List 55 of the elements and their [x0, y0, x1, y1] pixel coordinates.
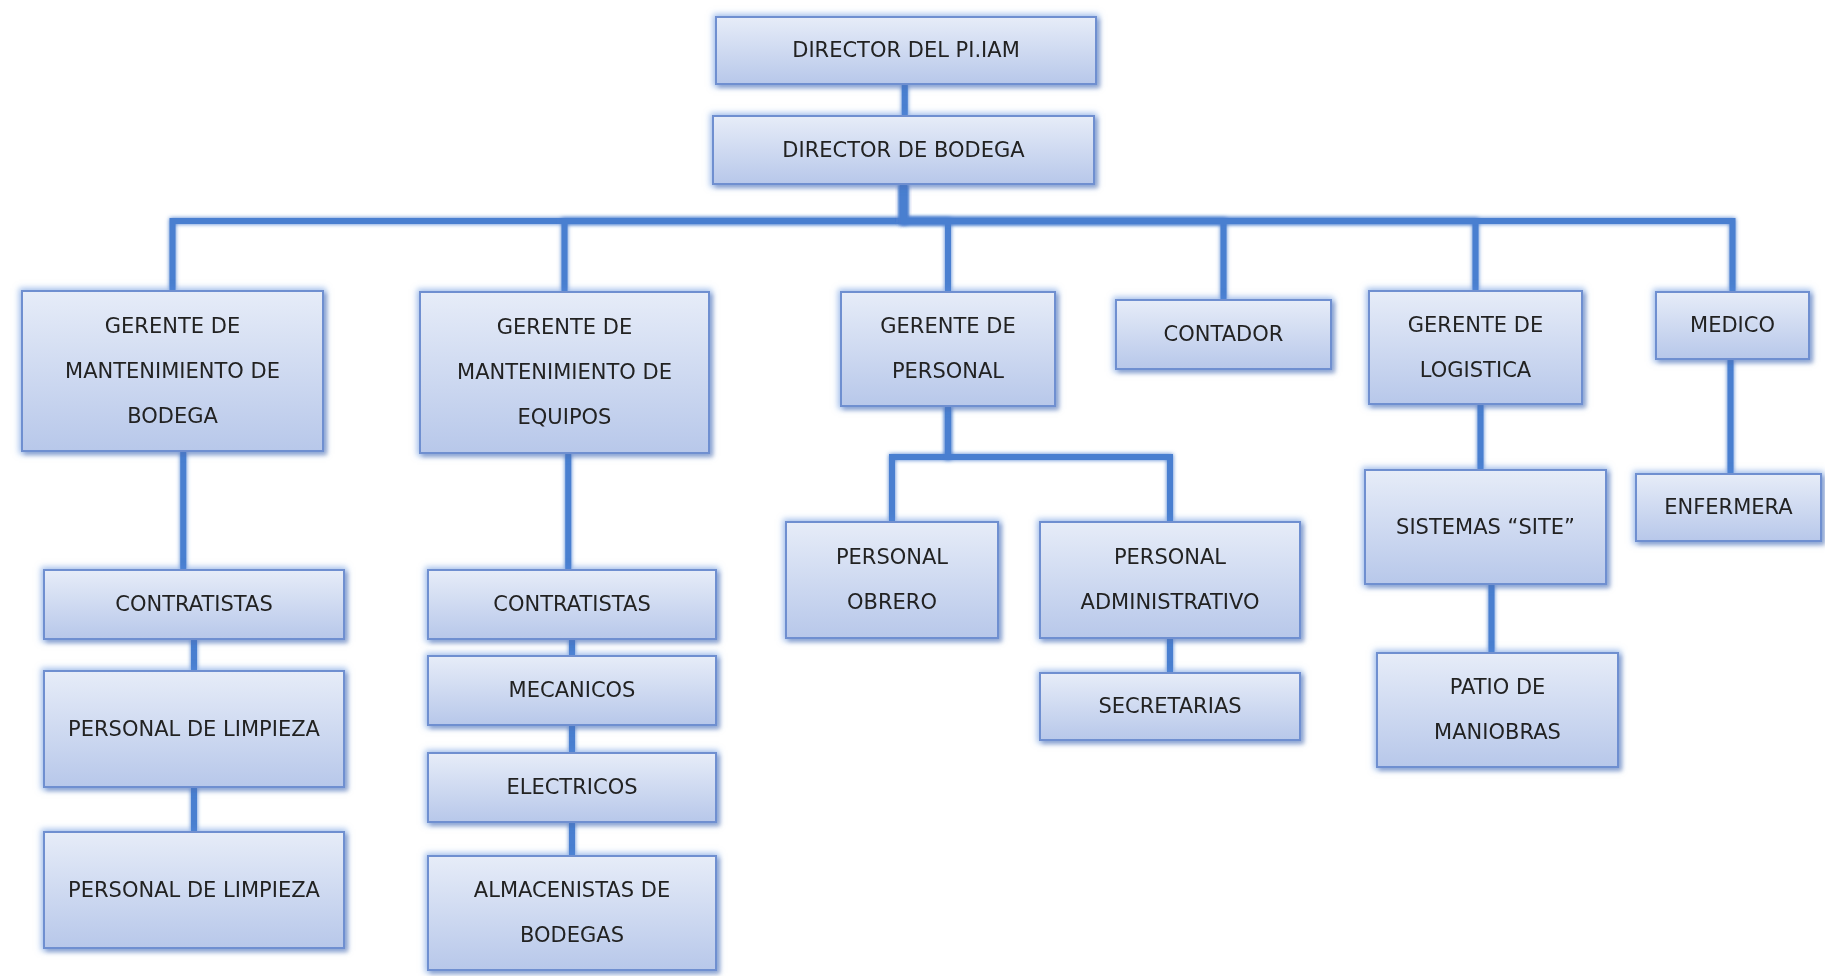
org-box: [1368, 290, 1583, 405]
org-box: [1364, 469, 1607, 585]
org-box: [43, 831, 345, 949]
org-box: [840, 291, 1056, 407]
box-label: GERENTE DE MANTENIMIENTO DE BODEGA: [64, 312, 281, 430]
connector-line: [191, 788, 197, 831]
org-box: [427, 752, 717, 823]
connector-line: [1167, 639, 1173, 672]
org-box: [43, 569, 345, 640]
box-label: MEDICO: [1689, 312, 1776, 339]
org-box: [1655, 291, 1810, 360]
box-label: MECANICOS: [507, 677, 637, 704]
org-box: [1635, 473, 1822, 542]
org-box: [419, 291, 710, 454]
org-box: [1039, 672, 1301, 741]
connector-line: [569, 726, 575, 752]
connector-line: [180, 452, 187, 569]
box-label: PERSONAL OBRERO: [834, 544, 950, 616]
org-box: [427, 655, 717, 726]
connector-line: [1727, 360, 1734, 473]
connector-line: [901, 85, 908, 115]
org-box: [712, 115, 1095, 185]
org-box: [715, 16, 1097, 85]
connector-line: [569, 640, 575, 655]
box-label: PERSONAL DE LIMPIEZA: [67, 876, 321, 904]
org-box: [1115, 299, 1332, 370]
box-label: PERSONAL DE LIMPIEZA: [67, 715, 321, 743]
org-box: [427, 855, 717, 971]
box-label: SECRETARIAS: [1097, 693, 1243, 720]
box-label: ENFERMERA: [1663, 494, 1794, 521]
box-label: PATIO DE MANIOBRAS: [1433, 674, 1562, 746]
box-label: ALMACENISTAS DE BODEGAS: [472, 877, 672, 949]
org-box: [785, 521, 999, 639]
connector-line: [569, 823, 575, 855]
box-label: DIRECTOR DE BODEGA: [781, 136, 1026, 164]
org-box: [1376, 652, 1619, 768]
box-label: GERENTE DE MANTENIMIENTO DE EQUIPOS: [456, 314, 673, 431]
box-label: PERSONAL ADMINISTRATIVO: [1079, 544, 1261, 616]
org-box: [43, 670, 345, 788]
connector-line: [1477, 405, 1484, 469]
box-label: CONTADOR: [1162, 321, 1285, 348]
connector-line: [1488, 585, 1495, 652]
connector-line: [945, 407, 1173, 521]
connector-line: [191, 640, 197, 670]
org-box: [427, 569, 717, 640]
box-label: GERENTE DE LOGISTICA: [1406, 311, 1545, 384]
box-label: CONTRATISTAS: [114, 591, 274, 618]
org-box: [21, 290, 324, 452]
connector-line: [565, 454, 572, 569]
box-label: SISTEMAS “SITE”: [1395, 513, 1576, 541]
box-label: CONTRATISTAS: [492, 591, 652, 618]
box-label: DIRECTOR DEL PI.IAM: [791, 37, 1021, 64]
box-label: GERENTE DE PERSONAL: [879, 313, 1017, 385]
org-box: [1039, 521, 1301, 639]
box-label: ELECTRICOS: [505, 774, 639, 801]
